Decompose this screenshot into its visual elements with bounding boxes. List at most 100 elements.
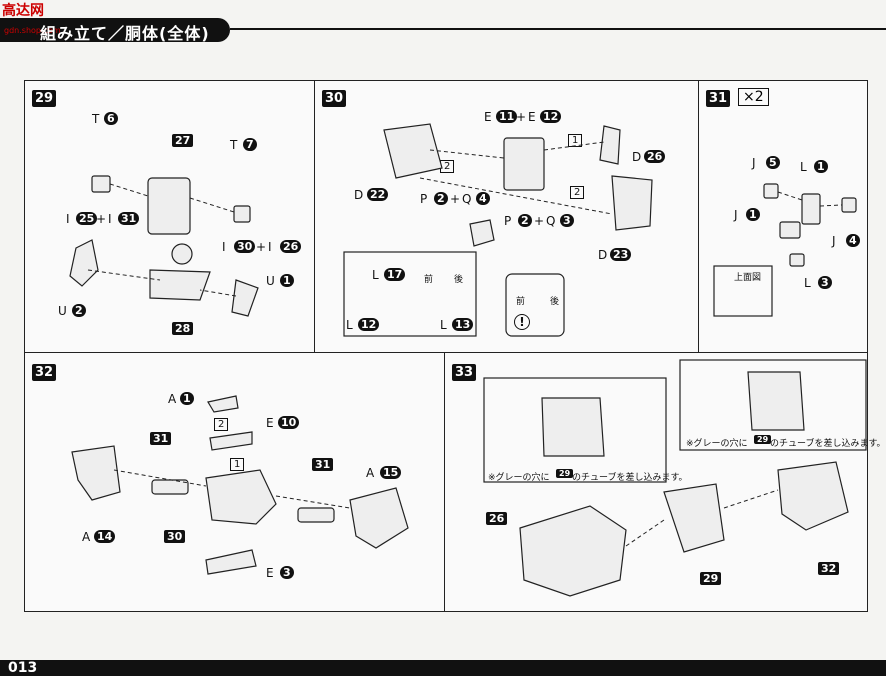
step-33-number: 33 xyxy=(452,364,477,381)
note-1: ※グレーの穴に xyxy=(488,473,550,483)
part xyxy=(383,123,443,179)
part-badge: 4 xyxy=(846,234,860,247)
label: L xyxy=(800,160,807,174)
part-badge: 3 xyxy=(280,566,294,579)
note-2: ※グレーの穴に xyxy=(686,439,748,449)
label: Q xyxy=(462,192,472,206)
label: L xyxy=(346,318,353,332)
part-badge: 2 xyxy=(434,192,448,205)
label: L xyxy=(372,268,379,282)
guide-line xyxy=(625,519,665,547)
note-1-ref: 29 xyxy=(556,469,574,478)
note: 後 xyxy=(454,275,464,285)
guide-line xyxy=(419,177,613,215)
part xyxy=(777,461,849,531)
label: D xyxy=(354,188,364,202)
guide-line xyxy=(113,469,207,487)
guide-line xyxy=(109,183,149,197)
label: J xyxy=(752,156,756,170)
part xyxy=(611,175,653,231)
part-badge: 4 xyxy=(476,192,490,205)
part xyxy=(209,431,253,451)
step-ref-badge: 31 xyxy=(150,432,172,445)
top-view-box xyxy=(713,265,773,317)
step-ref-badge: 32 xyxy=(818,562,840,575)
label: D xyxy=(632,150,642,164)
part-badge: 1 xyxy=(814,160,828,173)
part xyxy=(779,221,801,239)
detail-box xyxy=(679,359,867,451)
step-ref-badge: 28 xyxy=(172,322,194,335)
detail-box xyxy=(505,273,565,337)
note: 前 xyxy=(516,297,526,307)
part xyxy=(469,219,495,247)
detail-zoom xyxy=(171,243,193,265)
part xyxy=(151,479,189,495)
part xyxy=(789,253,805,267)
part-badge: 1 xyxy=(280,274,294,287)
part-badge: 2 xyxy=(72,304,86,317)
label: + xyxy=(256,240,267,254)
part xyxy=(747,371,805,431)
step-29-number: 29 xyxy=(32,90,57,107)
part xyxy=(297,507,335,523)
label: + xyxy=(450,192,461,206)
label: A xyxy=(168,392,177,406)
label: 2 xyxy=(214,418,229,431)
detail-box xyxy=(343,251,477,337)
label: I xyxy=(268,240,272,254)
part-badge: 23 xyxy=(610,248,632,261)
guide-line xyxy=(87,269,161,281)
step-31-number: 31 xyxy=(706,90,731,107)
part xyxy=(205,549,257,575)
label: T xyxy=(230,138,238,152)
note-2-ref: 29 xyxy=(754,435,772,444)
step-32-number: 32 xyxy=(32,364,57,381)
guide-line xyxy=(819,204,843,207)
part xyxy=(233,205,251,223)
section-title: 組み立て／胴体(全体) xyxy=(40,24,210,43)
part xyxy=(599,125,621,165)
part-badge: 7 xyxy=(243,138,257,151)
part xyxy=(91,175,111,193)
guide-line xyxy=(429,149,505,159)
part-badge: 26 xyxy=(644,150,666,163)
label: P xyxy=(504,214,512,228)
part-badge: 3 xyxy=(818,276,832,289)
label: U xyxy=(58,304,67,318)
part-badge: 1 xyxy=(180,392,194,405)
note-1-end: のチューブを差し込みます。 xyxy=(572,473,688,483)
label: I xyxy=(66,212,70,226)
step-ref-badge: 29 xyxy=(700,572,722,585)
label: J xyxy=(832,234,836,248)
part xyxy=(801,193,821,225)
torso-part xyxy=(147,177,191,235)
label: U xyxy=(266,274,275,288)
part-badge: 17 xyxy=(384,268,406,281)
part-badge: 22 xyxy=(367,188,389,201)
label: + xyxy=(534,214,545,228)
label: Q xyxy=(546,214,556,228)
label: 1 xyxy=(230,458,245,471)
part-badge: 12 xyxy=(358,318,380,331)
step-31-multiplier: ×2 xyxy=(738,88,769,106)
label: E xyxy=(528,110,536,124)
page-number: 013 xyxy=(8,660,38,676)
part-badge: 25 xyxy=(76,212,98,225)
part xyxy=(663,483,725,553)
part-badge: 12 xyxy=(540,110,562,123)
part-badge: 3 xyxy=(560,214,574,227)
site-logo: 高达网 xyxy=(2,3,44,19)
step-ref-badge: 26 xyxy=(486,512,508,525)
label: E xyxy=(484,110,492,124)
site-logo-sub: gdn.shop.com xyxy=(4,26,61,35)
footer-bar xyxy=(0,660,886,676)
label: 2 xyxy=(570,186,585,199)
label: T xyxy=(92,112,100,126)
label: 1 xyxy=(568,134,583,147)
note: 前 xyxy=(424,275,434,285)
body-part xyxy=(503,137,545,191)
label: + xyxy=(516,110,527,124)
part xyxy=(349,487,409,549)
